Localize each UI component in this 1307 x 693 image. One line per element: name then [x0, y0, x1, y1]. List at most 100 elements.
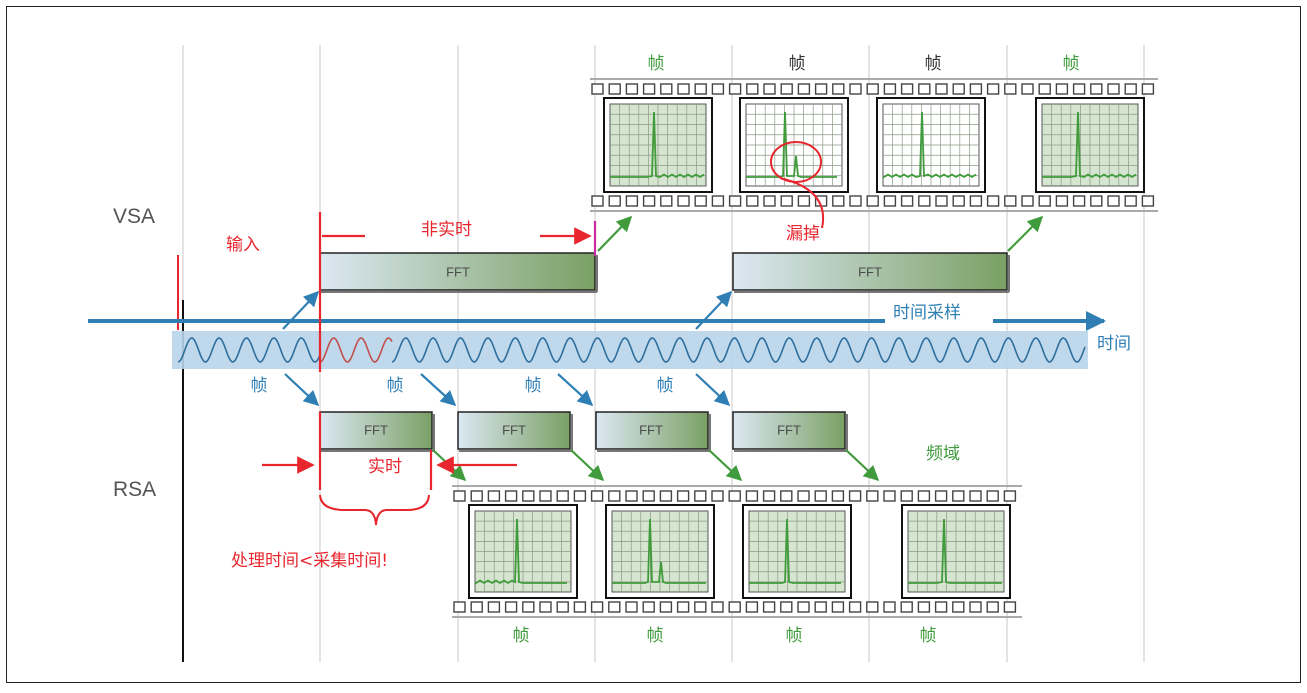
sprocket-hole	[453, 490, 466, 502]
sprocket-hole	[1124, 83, 1137, 95]
sprocket-hole	[814, 601, 827, 613]
vsa-frame-label: 帧	[647, 54, 665, 74]
sprocket-hole	[1038, 83, 1051, 95]
sample-down-arrow	[557, 373, 594, 407]
flow-arrows	[262, 215, 1044, 482]
sprocket-hole	[591, 83, 604, 95]
spectrum-trace	[883, 111, 977, 179]
sprocket-hole	[849, 195, 862, 207]
sprocket-hole	[866, 83, 879, 95]
sprocket-hole	[1072, 83, 1086, 95]
signal-wave	[391, 337, 1086, 363]
sprocket-hole	[642, 83, 656, 95]
spectrum-trace	[475, 518, 567, 585]
sprocket-hole	[900, 490, 913, 502]
sprocket-hole	[986, 490, 999, 502]
spectrum-trace	[610, 111, 705, 179]
sprocket-hole	[848, 490, 862, 502]
sprocket-hole	[1090, 83, 1103, 95]
sprocket-hole	[848, 601, 862, 613]
sprocket-hole	[504, 601, 518, 613]
sprocket-hole	[1141, 195, 1155, 207]
film-strips	[452, 78, 1158, 618]
sprocket-hole	[763, 83, 776, 95]
fft-label: FFT	[639, 422, 663, 438]
sprocket-hole	[1004, 195, 1017, 207]
sprocket-hole	[780, 83, 793, 95]
sprocket-hole	[952, 83, 965, 95]
sprocket-hole	[539, 490, 552, 502]
sample-up-arrow	[695, 290, 733, 330]
sample-down-arrow	[695, 373, 731, 407]
sprocket-hole	[1072, 195, 1086, 207]
sprocket-hole	[797, 490, 810, 502]
spectrum-trace	[612, 518, 706, 584]
sprocket-hole	[1055, 195, 1069, 207]
sprocket-hole	[660, 195, 673, 207]
sprocket-hole	[763, 195, 776, 207]
sprocket-hole	[831, 601, 845, 613]
sprocket-hole	[762, 490, 776, 502]
input-frame-label: 帧	[386, 376, 404, 396]
sprocket-hole	[539, 601, 552, 613]
sprocket-hole	[952, 195, 965, 207]
sprocket-hole	[900, 601, 913, 613]
sprocket-hole	[659, 601, 673, 613]
sample-down-arrow	[284, 373, 320, 407]
sprocket-hole	[608, 83, 621, 95]
sprocket-hole	[642, 601, 655, 613]
sprocket-hole	[746, 83, 759, 95]
signal-wave	[177, 337, 321, 363]
rsa-fft-block	[457, 411, 571, 450]
diagram-border	[6, 6, 1301, 683]
sprocket-hole	[694, 601, 707, 613]
sprocket-hole	[642, 490, 655, 502]
sprocket-hole	[1003, 490, 1017, 502]
sprocket-hole	[952, 490, 965, 502]
sprocket-hole	[590, 601, 604, 613]
fft-label: FFT	[777, 422, 801, 438]
sprocket-hole	[797, 601, 810, 613]
sprocket-hole	[918, 195, 931, 207]
sprocket-hole	[797, 83, 811, 95]
sprocket-hole	[660, 83, 673, 95]
sprocket-hole	[814, 83, 828, 95]
fft-label: FFT	[446, 264, 470, 280]
processing-note: 处理时间<采集时间!	[231, 551, 389, 571]
sprocket-hole	[573, 490, 587, 502]
sprocket-hole	[556, 601, 569, 613]
sprocket-hole	[745, 490, 759, 502]
sprocket-hole	[608, 195, 621, 207]
spectrum-trace	[1042, 111, 1137, 179]
vsa-label: VSA	[113, 205, 156, 228]
input-frame-label: 帧	[656, 376, 674, 396]
fft-label: FFT	[502, 422, 526, 438]
sprocket-hole	[487, 490, 501, 502]
sprocket-hole	[935, 195, 948, 207]
sprocket-hole	[883, 195, 897, 207]
sprocket-hole	[711, 490, 724, 502]
sprocket-hole	[522, 601, 535, 613]
vsa-frame-label: 帧	[788, 54, 806, 74]
vsa-fft-block	[732, 252, 1008, 291]
sprocket-hole	[1107, 83, 1120, 95]
rsa-frame-label: 帧	[646, 626, 664, 646]
sprocket-hole	[780, 601, 793, 613]
sprocket-hole	[1021, 195, 1034, 207]
sprocket-hole	[917, 490, 931, 502]
sprocket-hole	[1090, 195, 1103, 207]
sprocket-hole	[762, 601, 776, 613]
rsa-label: RSA	[113, 478, 157, 501]
sprocket-hole	[917, 601, 931, 613]
sprocket-hole	[1107, 195, 1120, 207]
missed-pointer	[779, 177, 825, 229]
spectrum-trace	[746, 111, 837, 178]
sprocket-hole	[694, 195, 707, 207]
sprocket-hole	[935, 83, 948, 95]
freq-domain-label: 频域	[926, 444, 960, 464]
sprocket-hole	[986, 83, 1000, 95]
sprocket-hole	[866, 490, 879, 502]
to-display-arrow	[570, 449, 605, 482]
sprocket-hole	[728, 490, 741, 502]
input-frame-label: 帧	[524, 376, 542, 396]
